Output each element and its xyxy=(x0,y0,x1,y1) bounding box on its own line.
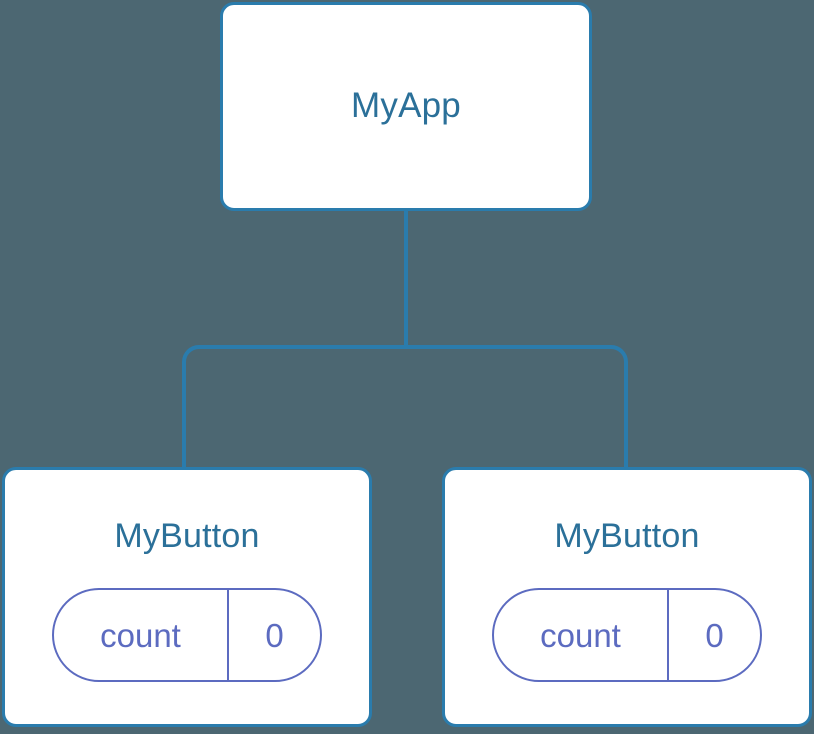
state-value-cell: 0 xyxy=(229,590,320,680)
state-key-cell: count xyxy=(54,590,229,681)
state-value-label: 0 xyxy=(705,616,724,654)
connector-branch-right xyxy=(406,345,628,469)
node-myapp[interactable]: MyApp xyxy=(220,2,592,211)
node-title: MyButton xyxy=(554,517,700,555)
state-key-label: count xyxy=(540,616,621,654)
state-value-label: 0 xyxy=(265,616,284,654)
state-value-cell: 0 xyxy=(669,590,760,680)
node-title: MyApp xyxy=(351,86,461,126)
state-key-cell: count xyxy=(494,590,669,681)
node-mybutton-right[interactable]: MyButton count 0 xyxy=(442,467,812,727)
state-key-label: count xyxy=(100,616,181,654)
state-pill[interactable]: count 0 xyxy=(492,588,762,683)
state-pill[interactable]: count 0 xyxy=(52,588,322,683)
node-title: MyButton xyxy=(114,517,260,555)
node-mybutton-left[interactable]: MyButton count 0 xyxy=(2,467,372,727)
connector-branch-left xyxy=(182,345,406,469)
